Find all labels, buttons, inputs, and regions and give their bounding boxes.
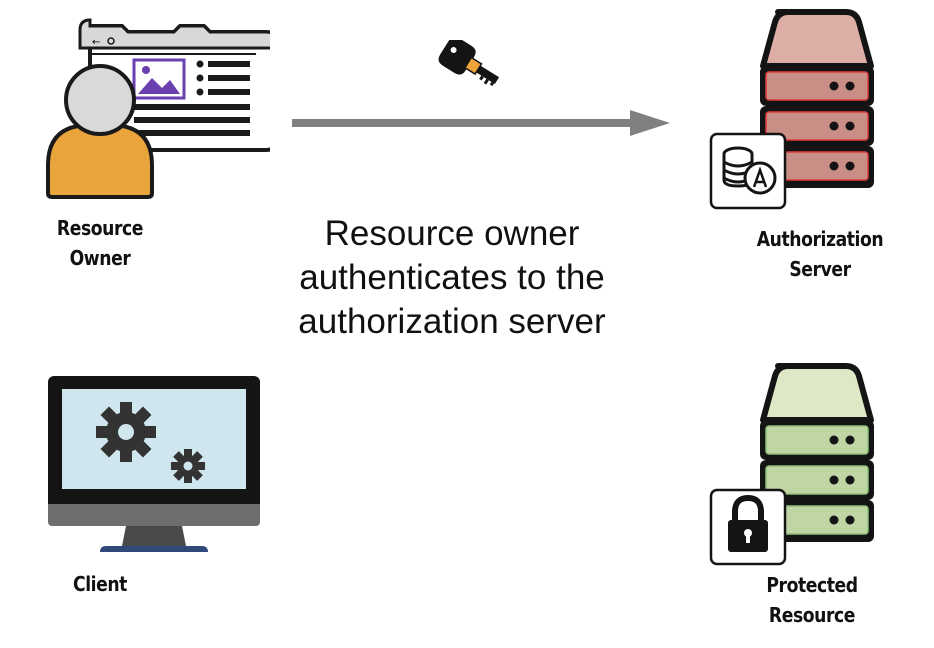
token-stack-badge-icon — [709, 132, 787, 210]
resource-owner-label: Resource Owner — [56, 216, 144, 270]
protected-resource-server-icon — [708, 362, 878, 567]
small-gear-icon — [171, 449, 205, 483]
authorization-server-label: Authorization Server — [756, 227, 884, 281]
svg-text:←: ← — [92, 37, 100, 48]
person-icon — [46, 64, 154, 199]
client-label: Client — [73, 572, 127, 596]
browser-window-icon: ← — [78, 18, 270, 152]
authorization-server-icon — [708, 8, 878, 213]
protected-resource-label: Protected Resource — [766, 573, 858, 627]
padlock-icon — [709, 488, 787, 566]
flow-arrow — [290, 108, 675, 138]
flow-step-caption: Resource owner authenticates to the auth… — [298, 214, 606, 341]
key-icon — [428, 40, 500, 106]
client-monitor-icon — [46, 374, 264, 556]
gear-icon — [96, 402, 156, 462]
resource-owner-icon: ← — [40, 18, 270, 203]
